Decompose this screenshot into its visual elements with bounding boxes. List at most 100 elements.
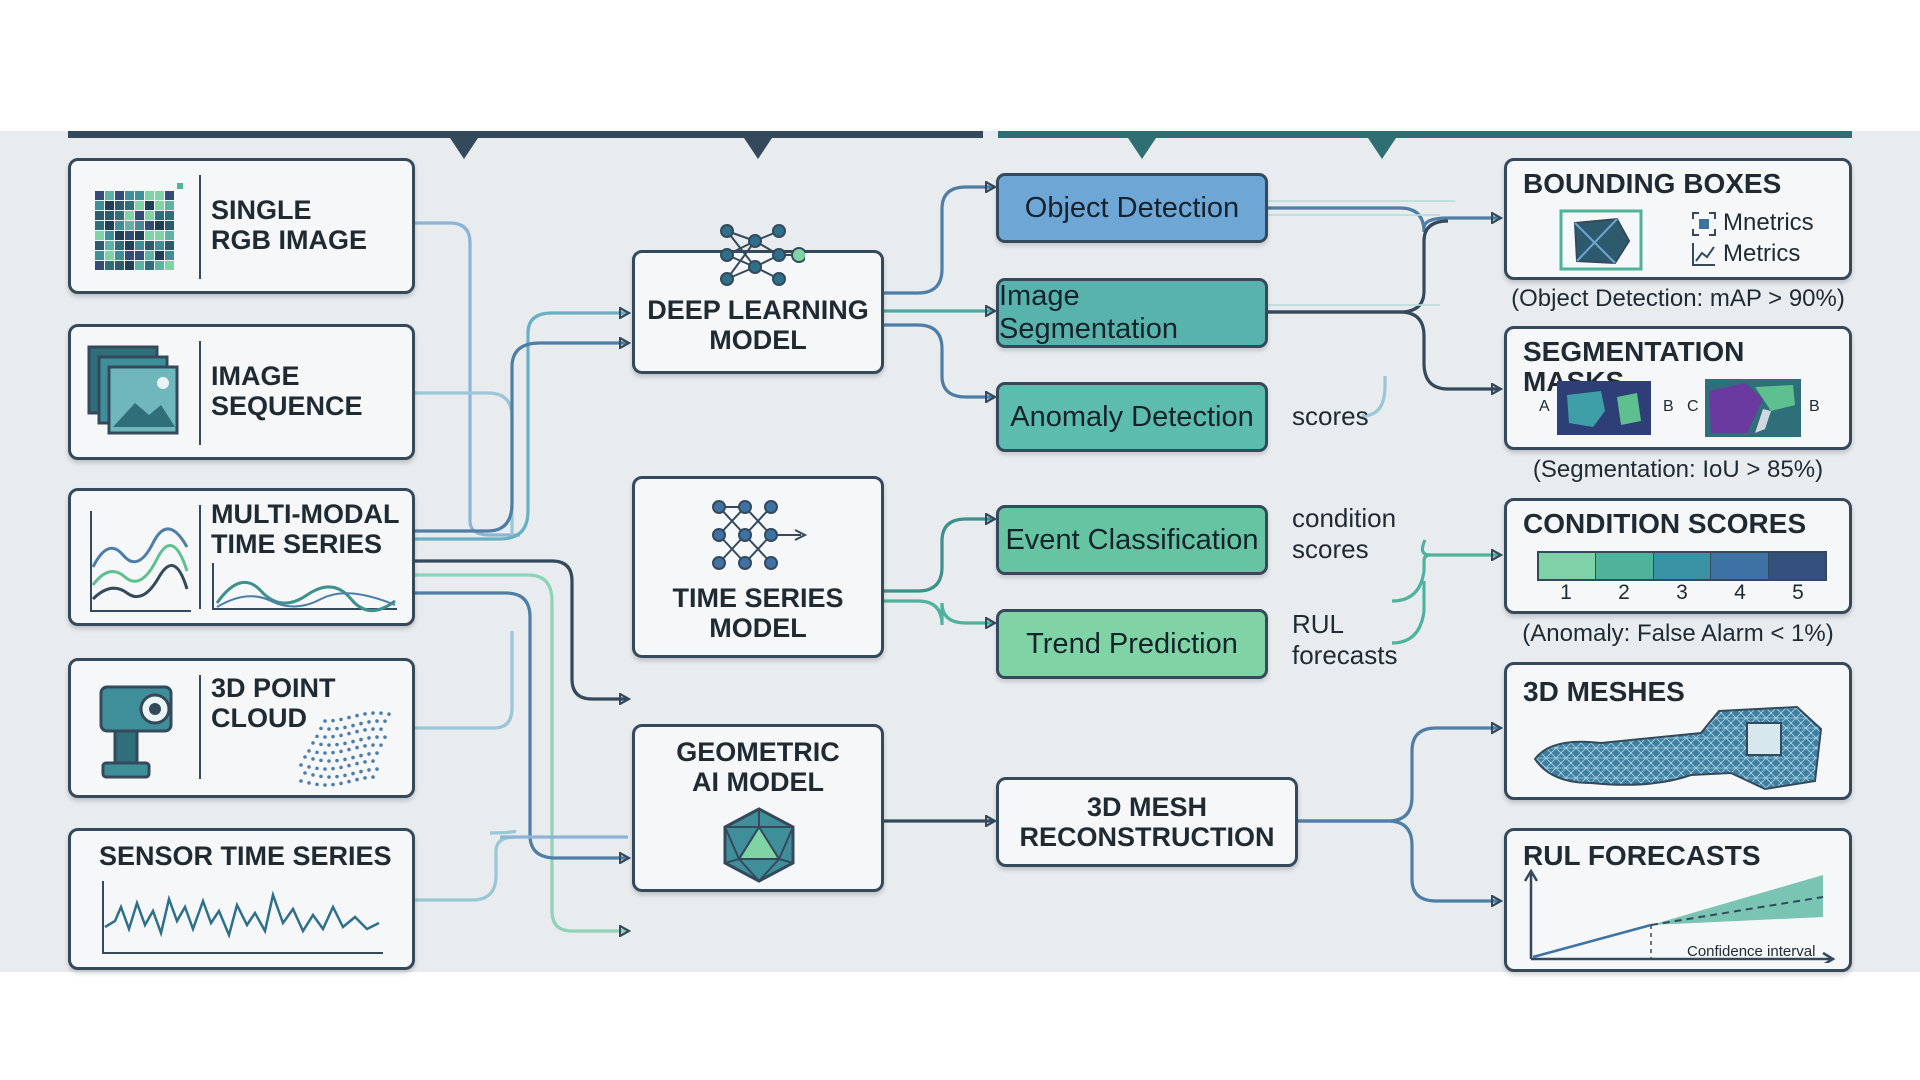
- pixel-cell: [155, 241, 164, 250]
- input-title-line2: SEQUENCE: [211, 391, 363, 421]
- pixel-cell: [145, 261, 154, 270]
- scale-label: 4: [1734, 581, 1746, 604]
- cloud-point: [323, 767, 327, 771]
- model-deep-learning: DEEP LEARNING MODEL: [632, 224, 884, 374]
- pixel-cell: [105, 211, 114, 220]
- scale-segment: [1652, 553, 1711, 579]
- pixel-cell: [135, 191, 144, 200]
- cloud-point: [383, 719, 387, 723]
- model-time-series: TIME SERIES MODEL: [632, 476, 884, 658]
- cloud-point: [323, 719, 327, 723]
- cloud-point: [331, 766, 335, 771]
- pixel-cell: [115, 211, 124, 220]
- cloud-point: [363, 760, 367, 764]
- cloud-point: [339, 717, 343, 722]
- cloud-point: [307, 749, 311, 753]
- cloud-point: [351, 755, 355, 760]
- pixel-cell: [95, 201, 104, 210]
- header-bar-left: [68, 131, 983, 138]
- cloud-point: [315, 766, 319, 771]
- diagram-canvas: SINGLE RGB IMAGE IMAGE SEQUENCE MULTI-MO…: [0, 131, 1920, 972]
- condition-score-scale: [1537, 551, 1827, 581]
- cloud-point: [363, 712, 367, 716]
- annotation-line: RUL: [1292, 609, 1345, 639]
- scale-segment: [1539, 553, 1596, 579]
- pixel-cell: [165, 211, 174, 220]
- cloud-point: [303, 755, 307, 759]
- mask-label: B: [1809, 398, 1820, 415]
- model-geometric-ai: GEOMETRIC AI MODEL: [632, 724, 884, 892]
- point-cloud-icon: [299, 711, 391, 787]
- model-title-line2: MODEL: [709, 613, 807, 643]
- neural-network-icon: [720, 224, 805, 286]
- cloud-point: [351, 723, 355, 728]
- pixel-cell: [165, 251, 174, 260]
- model-title-line1: GEOMETRIC: [676, 737, 840, 767]
- task-title-line2: RECONSTRUCTION: [1019, 822, 1275, 852]
- segmentation-mask-b: [1705, 379, 1801, 437]
- cloud-point: [375, 751, 379, 755]
- cloud-point: [335, 726, 339, 731]
- pixel-cell: [165, 201, 174, 210]
- scale-segment: [1710, 553, 1768, 579]
- cloud-point: [299, 779, 303, 783]
- input-title-line2: CLOUD: [211, 703, 307, 733]
- cloud-point: [331, 782, 335, 787]
- pixel-cell: [145, 251, 154, 260]
- pixel-cell: [135, 231, 144, 240]
- model-title-line2: MODEL: [709, 325, 807, 355]
- annotation-line: condition: [1292, 503, 1397, 533]
- cloud-point: [355, 745, 359, 750]
- cloud-point: [367, 720, 371, 724]
- pixel-cell: [145, 211, 154, 220]
- pixel-cell: [95, 231, 104, 240]
- output-title: CONDITION SCORES: [1523, 508, 1807, 539]
- cloud-point: [375, 735, 379, 739]
- cloud-point: [371, 759, 375, 763]
- target-icon: [1692, 212, 1716, 236]
- annotation-condition-scores: condition scores: [1292, 503, 1396, 565]
- image-stack-icon: [87, 345, 179, 435]
- cloud-point: [343, 757, 347, 762]
- pixel-cell: [155, 201, 164, 210]
- pixel-cell: [105, 261, 114, 270]
- output-title: RUL FORECASTS: [1523, 840, 1761, 871]
- cloud-point: [387, 712, 391, 716]
- cloud-point: [367, 752, 371, 756]
- task-label: Object Detection: [1024, 191, 1240, 224]
- forecast-chart-icon: [1523, 868, 1836, 963]
- annotation-rul-forecasts: RUL forecasts: [1292, 609, 1398, 671]
- chevron-marker: [1368, 138, 1396, 159]
- cloud-point: [359, 753, 363, 758]
- mask-label: C: [1687, 398, 1699, 415]
- cloud-point: [375, 719, 379, 723]
- task-label: Event Classification: [1005, 523, 1259, 556]
- pixel-cell: [125, 191, 134, 200]
- annotation-scores: scores: [1292, 401, 1369, 431]
- output-3d-meshes: 3D MESHES: [1504, 662, 1852, 800]
- model-title-line2: AI MODEL: [692, 767, 824, 797]
- segmentation-mask-a: [1557, 381, 1651, 435]
- annotation-line: scores: [1292, 534, 1369, 564]
- pixel-cell: [145, 201, 154, 210]
- pixel-cell: [145, 231, 154, 240]
- cloud-point: [343, 725, 347, 730]
- pixel-cell: [145, 241, 154, 250]
- cloud-point: [355, 729, 359, 734]
- cloud-point: [331, 750, 335, 755]
- cloud-point: [347, 763, 351, 768]
- pixel-cell: [165, 221, 174, 230]
- pixel-cell: [115, 241, 124, 250]
- cloud-point: [331, 734, 335, 739]
- output-segmentation-masks: SEGMENTATION MASKS A B C B: [1504, 326, 1852, 450]
- model-title-line1: TIME SERIES: [672, 583, 844, 613]
- cloud-point: [307, 765, 311, 769]
- pixel-cell: [95, 241, 104, 250]
- divider: [199, 505, 201, 609]
- pixel-cell: [125, 201, 134, 210]
- cloud-point: [339, 733, 343, 738]
- pixel-cell: [155, 251, 164, 260]
- cloud-point: [347, 715, 351, 720]
- task-3d-mesh-reconstruction: 3D MESH RECONSTRUCTION: [996, 777, 1298, 867]
